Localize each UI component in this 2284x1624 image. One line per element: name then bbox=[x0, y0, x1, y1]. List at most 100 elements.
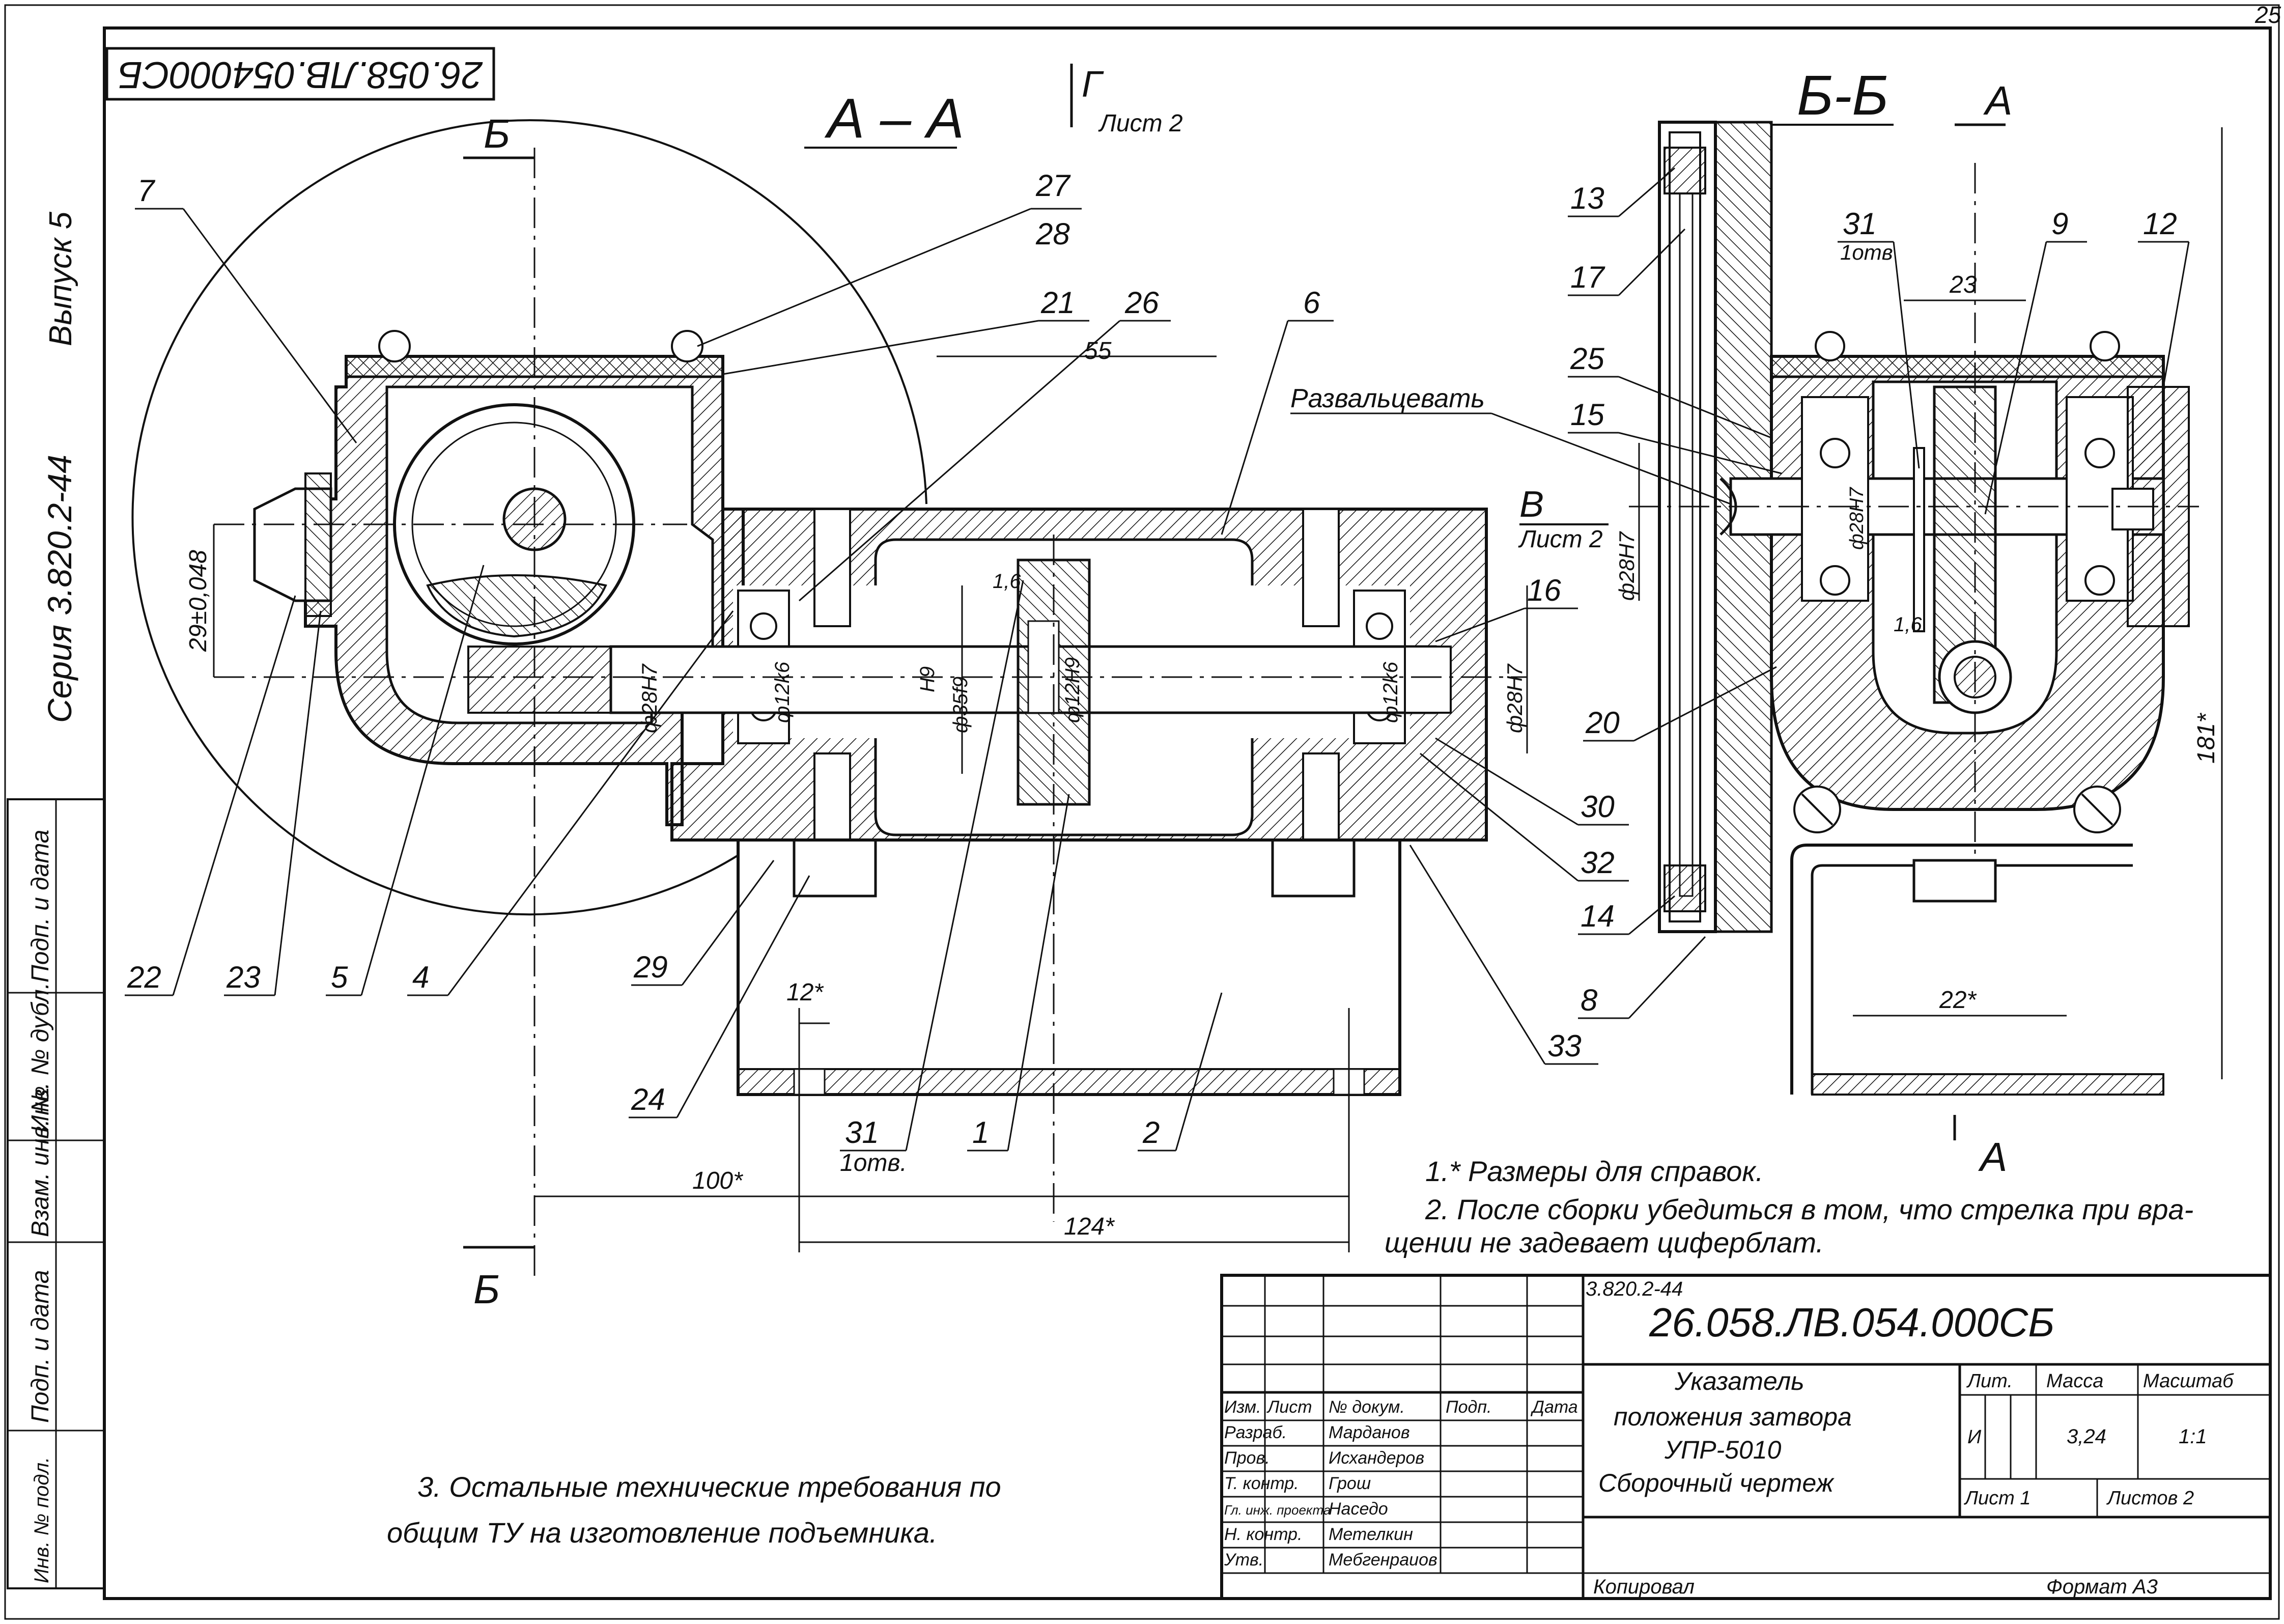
balloon-5: 5 bbox=[331, 960, 348, 994]
dim-12k6-b: ф12k6 bbox=[1379, 661, 1402, 723]
tb-sheets-label: Листов 2 bbox=[2106, 1488, 2194, 1509]
tb-title-1: Указатель bbox=[1674, 1367, 1804, 1395]
balloon-22: 22 bbox=[127, 960, 161, 994]
balloon-31-bb: 31 bbox=[1843, 207, 1877, 241]
tb-title-3: УПР-5010 bbox=[1664, 1436, 1782, 1464]
tb-name-5: Метелкин bbox=[1329, 1525, 1413, 1544]
dim-1-6-b: 1,6 bbox=[1894, 613, 1922, 636]
tb-sheet-label: Лист 1 bbox=[1963, 1488, 2031, 1509]
marker-v: В bbox=[1519, 484, 1544, 525]
margin-col-1: Подп. и дата bbox=[27, 830, 54, 983]
marker-g-sheet: Лист 2 bbox=[1098, 110, 1183, 137]
margin-col-5: Инв. № подл. bbox=[31, 1457, 53, 1583]
balloon-29: 29 bbox=[633, 950, 668, 984]
marker-a-top: А bbox=[1983, 78, 2012, 123]
tb-role-3: Т. контр. bbox=[1224, 1474, 1299, 1493]
marker-v-sheet: Лист 2 bbox=[1518, 526, 1603, 553]
tb-role-6: Утв. bbox=[1224, 1550, 1263, 1570]
dim-12: 12* bbox=[786, 979, 824, 1006]
marker-b-bottom: Б bbox=[473, 1267, 500, 1312]
tb-role-2: Пров. bbox=[1224, 1448, 1270, 1468]
dial-plate bbox=[1658, 121, 1717, 933]
balloon-1: 1 bbox=[972, 1115, 989, 1150]
note-3-line1: 3. Остальные технические требования по bbox=[417, 1471, 1001, 1503]
balloon-21: 21 bbox=[1040, 286, 1075, 320]
balloon-16: 16 bbox=[1527, 573, 1561, 607]
balloon-6: 6 bbox=[1303, 286, 1320, 320]
balloon-20: 20 bbox=[1585, 706, 1620, 740]
balloon-15: 15 bbox=[1570, 398, 1604, 432]
balloon-8: 8 bbox=[1581, 983, 1598, 1017]
tb-role-4: Гл. инж. проекта bbox=[1224, 1502, 1331, 1518]
tb-head-date: Дата bbox=[1530, 1397, 1578, 1417]
dim-12h9: ф12H9 bbox=[1061, 657, 1084, 723]
notes-block: 1.* Размеры для справок. 2. После сборки… bbox=[1385, 1155, 2193, 1258]
margin-col-2: Инв. № дубл. bbox=[27, 983, 54, 1133]
section-aa bbox=[131, 119, 1528, 1283]
tb-lit-value: И bbox=[1967, 1426, 1982, 1448]
tb-name-2: Исхандеров bbox=[1329, 1448, 1424, 1468]
section-bb bbox=[1629, 121, 2223, 1096]
dim-124: 124* bbox=[1064, 1213, 1115, 1240]
dim-12k6-a: ф12k6 bbox=[771, 661, 794, 723]
balloon-25: 25 bbox=[1570, 342, 1604, 376]
balloon-28: 28 bbox=[1035, 217, 1070, 251]
tb-head-sign: Подп. bbox=[1446, 1397, 1492, 1417]
balloon-27: 27 bbox=[1035, 169, 1071, 203]
tb-lit-label: Лит. bbox=[1966, 1370, 2013, 1392]
balloon-4: 4 bbox=[412, 960, 429, 994]
outer-frame bbox=[4, 4, 2280, 1620]
tb-role-1: Разраб. bbox=[1224, 1423, 1287, 1442]
balloon-2: 2 bbox=[1142, 1115, 1160, 1150]
balloon-31-bb-note: 1отв bbox=[1840, 240, 1893, 264]
note-3-line2: общим ТУ на изготовление подъемника. bbox=[387, 1517, 937, 1549]
dim-28h7-b: ф28H7 bbox=[1503, 663, 1527, 733]
marker-g: Г bbox=[1082, 64, 1104, 105]
balloon-17: 17 bbox=[1570, 260, 1605, 294]
tb-head-doc: № докум. bbox=[1329, 1397, 1405, 1417]
balloon-26: 26 bbox=[1124, 286, 1159, 320]
balloon-31-note: 1отв. bbox=[840, 1150, 907, 1177]
balloon-9: 9 bbox=[2051, 207, 2068, 241]
balloon-12: 12 bbox=[2143, 207, 2177, 241]
tb-head-list: Лист bbox=[1266, 1397, 1312, 1417]
tb-format-label: Формат А3 bbox=[2046, 1576, 2158, 1598]
tb-title-4: Сборочный чертеж bbox=[1598, 1469, 1835, 1497]
balloon-31: 31 bbox=[845, 1115, 879, 1150]
dim-181: 181* bbox=[2193, 713, 2220, 764]
tb-mass-label: Масса bbox=[2046, 1370, 2103, 1392]
balloon-14: 14 bbox=[1581, 899, 1615, 933]
page-number: 25 bbox=[2254, 2, 2281, 28]
dim-35f9: ф35f9 bbox=[949, 677, 972, 733]
dim-28h7-a: ф28H7 bbox=[637, 663, 661, 733]
balloon-7: 7 bbox=[137, 174, 156, 208]
doc-code-box bbox=[105, 47, 495, 101]
note-2: 2. После сборки убедиться в том, что стр… bbox=[1425, 1193, 2193, 1225]
tb-name-1: Марданов bbox=[1329, 1423, 1410, 1442]
tb-name-4: Наседо bbox=[1329, 1499, 1388, 1519]
note-1: 1.* Размеры для справок. bbox=[1425, 1155, 1763, 1187]
title-block: 3.820.2-44 26.058.ЛВ.054.000СБ Указатель… bbox=[1220, 1274, 2272, 1600]
tb-scale-value: 1:1 bbox=[2179, 1425, 2207, 1448]
tb-scale-label: Масштаб bbox=[2143, 1370, 2234, 1392]
dim-29: 29±0,048 bbox=[185, 550, 212, 652]
section-bb-title: Б-Б bbox=[1797, 64, 1888, 127]
dim-22: 22* bbox=[1939, 987, 1977, 1014]
tb-role-5: Н. контр. bbox=[1224, 1525, 1302, 1544]
tb-copied-label: Копировал bbox=[1593, 1576, 1695, 1598]
tb-name-6: Мебгенраиов bbox=[1329, 1550, 1437, 1570]
doc-code-rotated: 26.058.ЛВ.054000СБ bbox=[118, 54, 483, 96]
dim-100: 100* bbox=[692, 1167, 743, 1194]
dim-1-6-a: 1,6 bbox=[993, 570, 1021, 593]
balloon-30: 30 bbox=[1581, 790, 1615, 824]
marker-b-top: Б bbox=[484, 111, 510, 156]
balloon-labels: 7 27 28 21 26 6 22 23 5 4 29 24 31 1отв.… bbox=[125, 167, 2190, 1177]
tb-head-izm: Изм. bbox=[1224, 1397, 1261, 1417]
dim-55: 55 bbox=[1084, 338, 1112, 365]
tb-title-2: положения затвора bbox=[1614, 1403, 1852, 1431]
margin-col-3: Взам. инв. № bbox=[27, 1086, 54, 1237]
tb-mass-value: 3,24 bbox=[2067, 1425, 2106, 1448]
dimension-labels: 55 29±0,048 ф28H7 ф12k6 ф35f9 H9 1,6 ф12… bbox=[185, 271, 2220, 1240]
note-2-cont: щении не задевает циферблат. bbox=[1385, 1226, 1824, 1258]
